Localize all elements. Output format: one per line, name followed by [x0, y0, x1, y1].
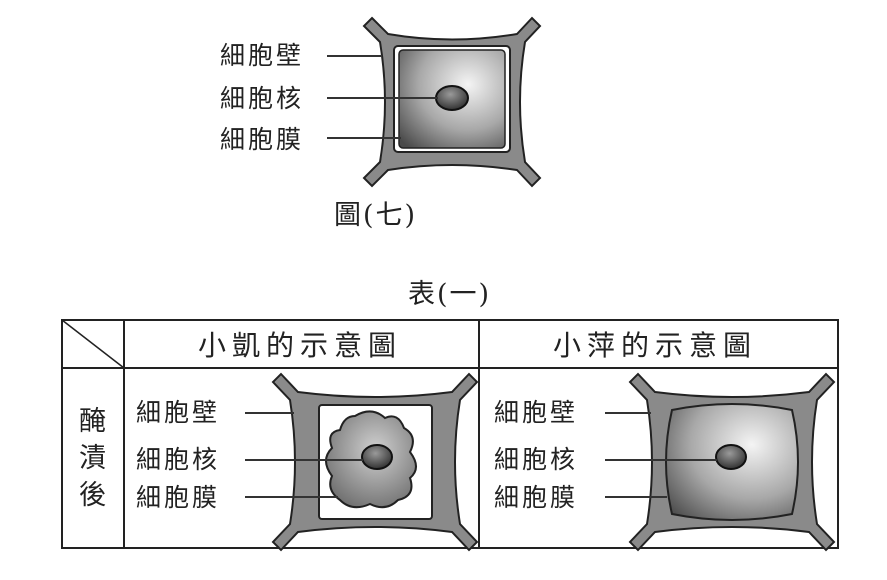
xiaoping-nucleus — [715, 444, 747, 470]
cell-nucleus — [435, 85, 469, 111]
table-corner-diagonal — [61, 319, 125, 369]
figure-cell: 細胞壁 細胞核 細胞膜 圖(七) — [220, 16, 542, 231]
label-cell-membrane: 細胞膜 — [220, 125, 304, 154]
figure-caption: 圖(七) — [334, 200, 417, 231]
xiaokai-label-nucleus: 細胞核 — [136, 445, 220, 474]
table-header-xiaoping: 小萍的示意圖 — [553, 329, 757, 362]
row-header-char-2: 漬 — [79, 443, 108, 474]
xiaokai-label-membrane: 細胞膜 — [136, 483, 220, 512]
row-header-char-3: 後 — [79, 480, 108, 511]
row-header-char-1: 醃 — [79, 406, 108, 437]
xiaokai-nucleus — [361, 444, 393, 470]
xiaoping-cell: 細胞壁 細胞核 細胞膜 — [494, 372, 836, 552]
table-grid — [61, 319, 839, 549]
xiaoping-label-membrane: 細胞膜 — [494, 483, 578, 512]
xiaokai-cell: 細胞壁 細胞核 細胞膜 — [136, 372, 479, 552]
label-cell-wall: 細胞壁 — [220, 41, 304, 70]
table-title: 表(一) — [408, 279, 491, 310]
xiaoping-label-wall: 細胞壁 — [494, 398, 578, 427]
table-header-xiaokai: 小凱的示意圖 — [198, 329, 402, 362]
label-cell-nucleus: 細胞核 — [220, 84, 304, 113]
table-border — [61, 319, 839, 549]
xiaoping-label-nucleus: 細胞核 — [494, 445, 578, 474]
xiaokai-label-wall: 細胞壁 — [136, 398, 220, 427]
